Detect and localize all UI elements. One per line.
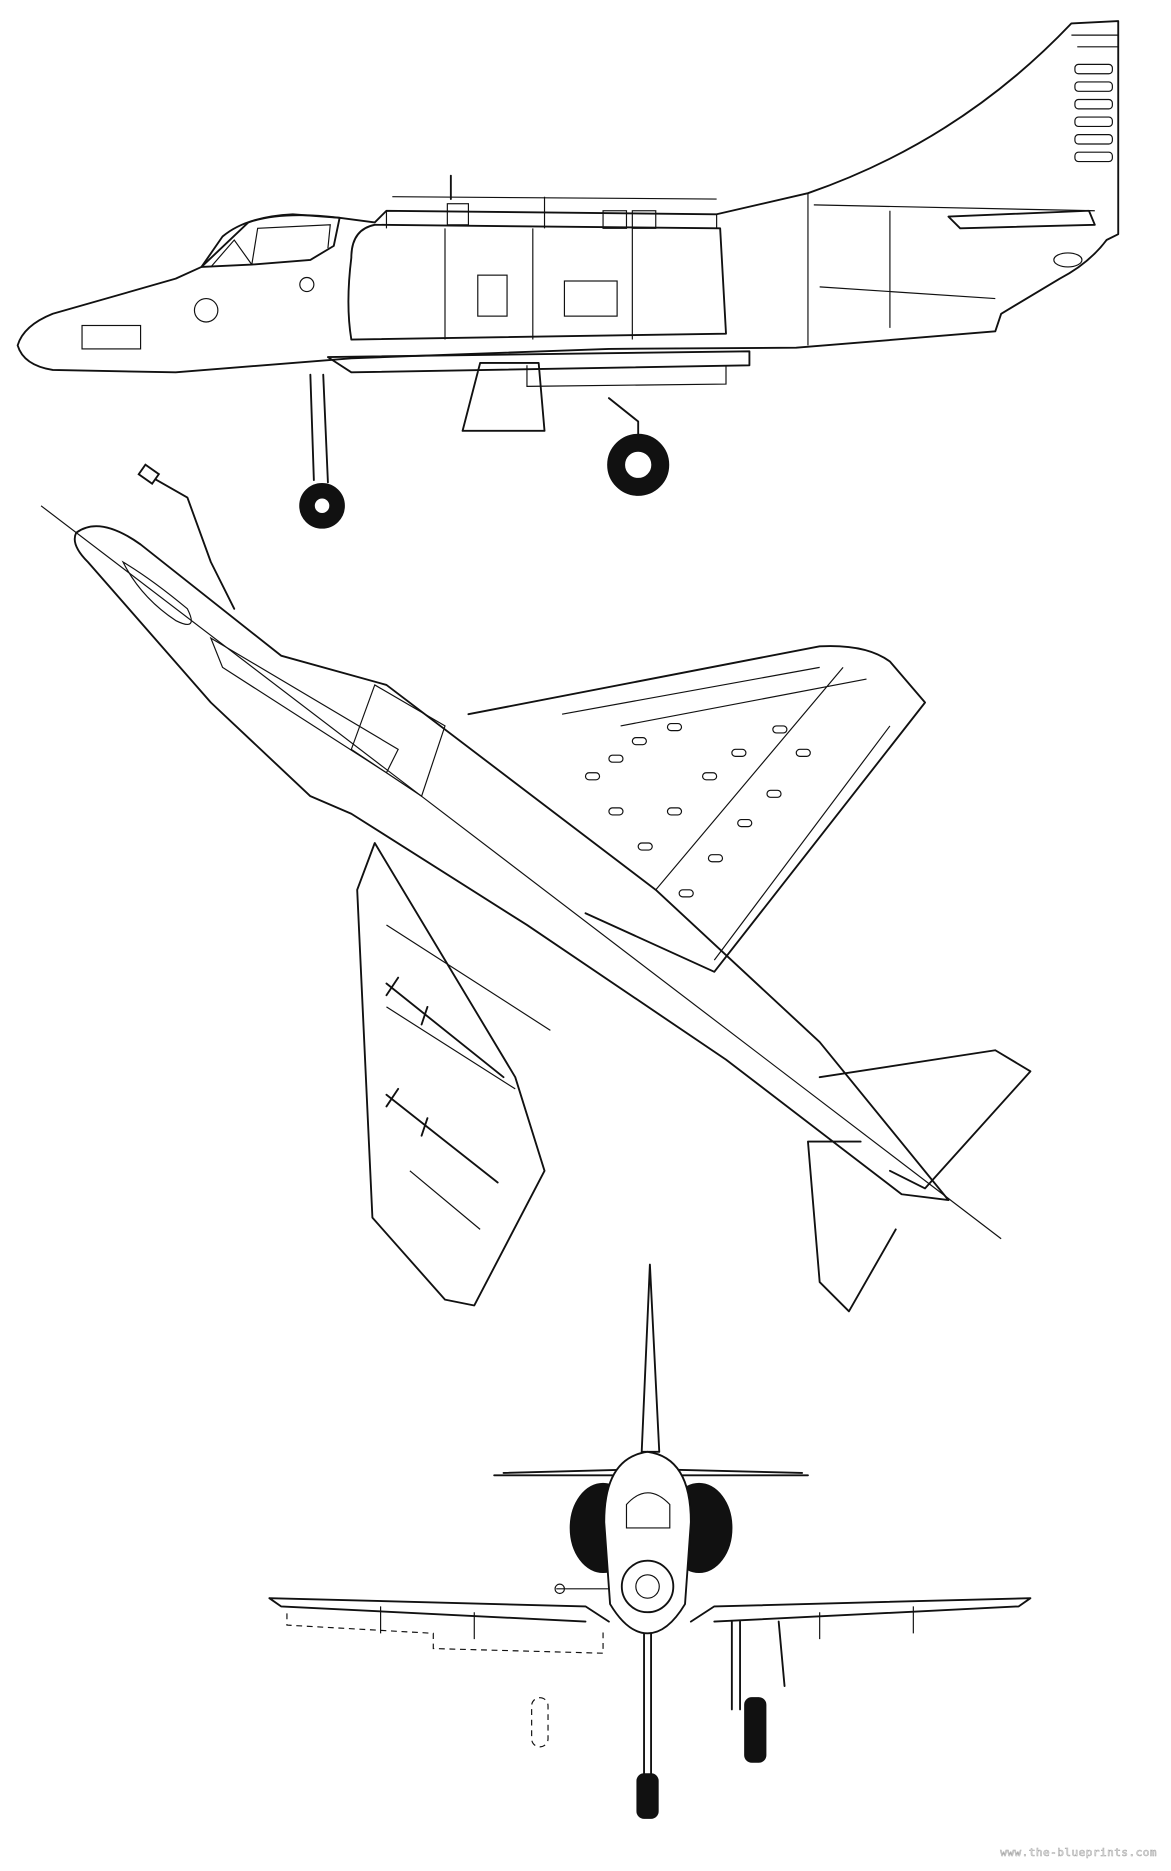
front-main-gear-left bbox=[730, 1620, 741, 1711]
wing-right bbox=[467, 645, 926, 973]
top-view bbox=[40, 463, 1032, 1313]
tail-stabilizer bbox=[947, 209, 1096, 230]
front-nose-gear bbox=[643, 1632, 653, 1781]
front-nose-wheel bbox=[636, 1773, 659, 1819]
missile-1 bbox=[385, 976, 505, 1079]
tail-left bbox=[807, 1140, 897, 1313]
watermark: www.the-blueprints.com bbox=[1000, 1846, 1157, 1860]
intake bbox=[347, 223, 727, 341]
front-view bbox=[268, 1263, 1032, 1819]
front-main-wheel bbox=[744, 1697, 767, 1763]
fuselage-top bbox=[73, 525, 950, 1202]
refuel-probe-top bbox=[145, 473, 236, 610]
slat-holes bbox=[584, 722, 811, 898]
weapon-pylons bbox=[326, 350, 751, 432]
side-view bbox=[16, 20, 1120, 529]
centerline bbox=[40, 505, 1002, 1240]
fuselage-outline bbox=[16, 20, 1120, 374]
canopy bbox=[200, 213, 341, 268]
missile-2 bbox=[385, 1087, 499, 1184]
main-gear-strut bbox=[607, 397, 640, 437]
nose-gear-strut bbox=[309, 373, 329, 484]
vertical-fin bbox=[640, 1263, 661, 1453]
wing-front bbox=[268, 1597, 1032, 1623]
tail-right bbox=[818, 1049, 1032, 1190]
wing-left bbox=[356, 842, 546, 1307]
